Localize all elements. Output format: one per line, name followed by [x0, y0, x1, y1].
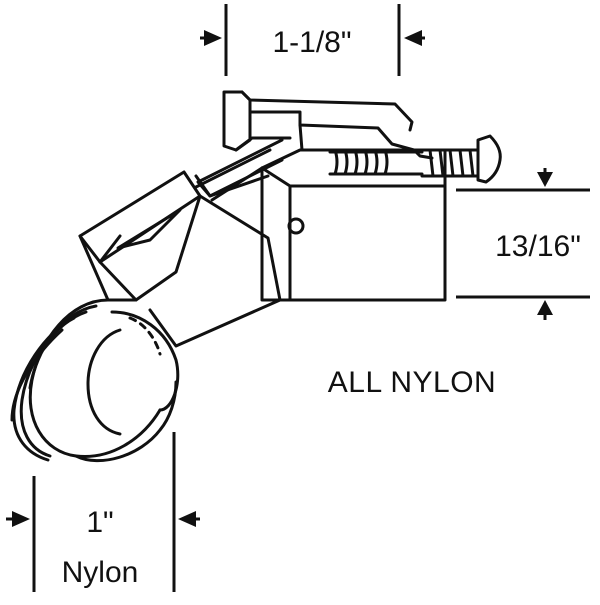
adjusting-screw — [328, 134, 502, 184]
connecting-arm — [184, 138, 284, 202]
rivet-hole — [287, 217, 305, 235]
wheel-material-label: Nylon — [62, 556, 139, 589]
height-arrow-bottom — [537, 300, 553, 315]
nylon-wheel — [10, 298, 180, 463]
spring-coils — [333, 148, 389, 176]
width-dimension-label: 1-1/8" — [272, 26, 351, 59]
top-bracket — [222, 90, 434, 160]
wheel-width-dimension — [6, 432, 200, 592]
hidden-axle-line — [128, 316, 162, 356]
screw-head — [476, 134, 502, 184]
height-dimension-label: 13/16" — [495, 230, 581, 263]
height-dimension — [456, 168, 590, 320]
height-arrow-top — [537, 172, 553, 187]
material-note: ALL NYLON — [328, 366, 496, 399]
wheel-width-label: 1" — [86, 506, 113, 539]
wheel-yoke — [78, 170, 282, 348]
width-dimension — [200, 4, 425, 76]
wheel-arrow-right — [178, 511, 196, 527]
width-arrow-left — [204, 30, 222, 46]
wheel-arrow-left — [12, 511, 30, 527]
width-arrow-right — [404, 30, 422, 46]
roller-assembly-drawing — [10, 90, 502, 463]
